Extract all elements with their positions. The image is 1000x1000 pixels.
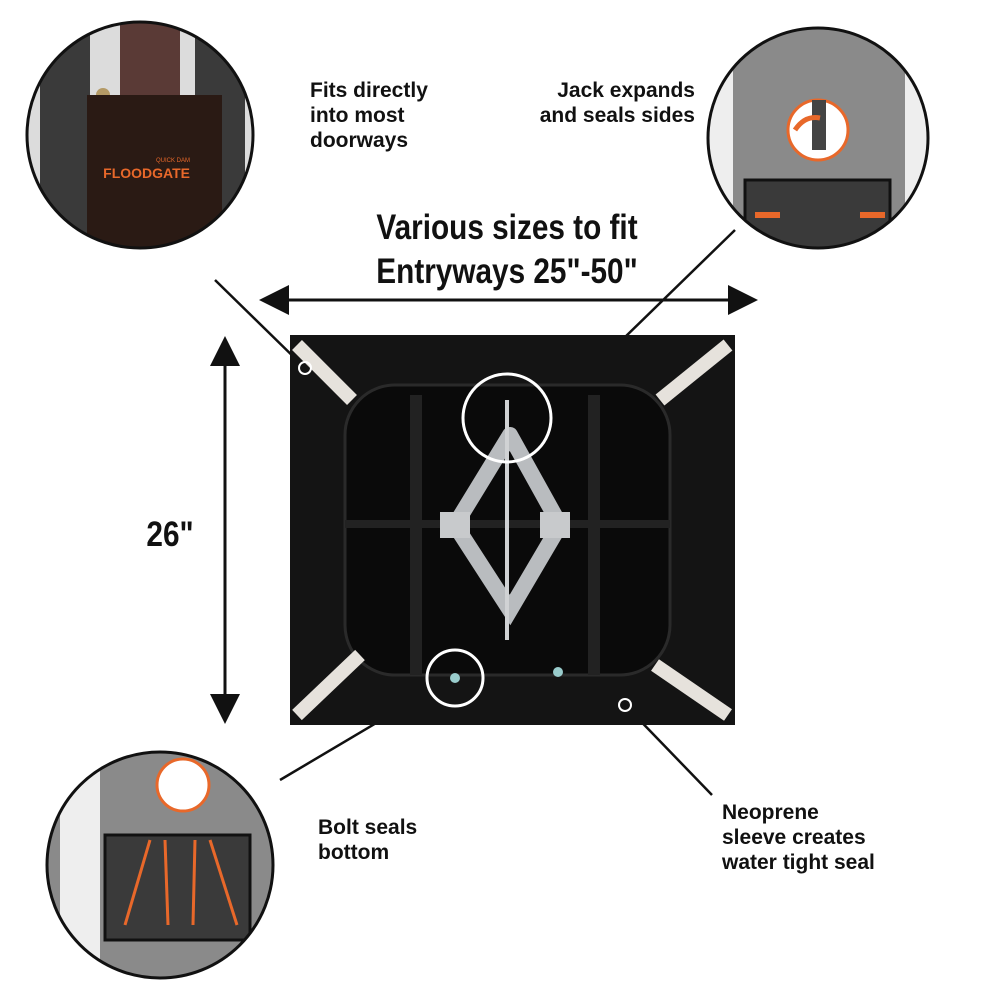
scissor-jack <box>445 427 570 626</box>
callout-neoprene: Neoprene sleeve creates water tight seal <box>722 801 875 874</box>
doorway-photo: QUICK DAM FLOODGATE <box>27 22 253 248</box>
svg-text:QUICK DAM: QUICK DAM <box>156 158 190 164</box>
callout-doorway: Fits directly into most doorways <box>310 79 428 152</box>
height-label: 26" <box>146 515 194 554</box>
svg-text:FLOODGATE: FLOODGATE <box>103 165 190 181</box>
jack-expand-photo <box>708 28 928 248</box>
callout-jack: Jack expands and seals sides <box>539 79 695 127</box>
callout-bolt: Bolt seals bottom <box>318 816 418 864</box>
jack-callout-ring <box>461 372 553 464</box>
headline-line-2: Entryways 25"-50" <box>376 252 638 291</box>
headline-line-1: Various sizes to fit <box>376 208 638 247</box>
floodgate-product <box>290 335 735 725</box>
headline: Various sizes to fit Entryways 25"-50" <box>337 206 677 294</box>
bolt-seal-photo <box>47 752 273 978</box>
bolt-callout-ring <box>425 648 485 708</box>
corner-straps <box>292 339 733 721</box>
